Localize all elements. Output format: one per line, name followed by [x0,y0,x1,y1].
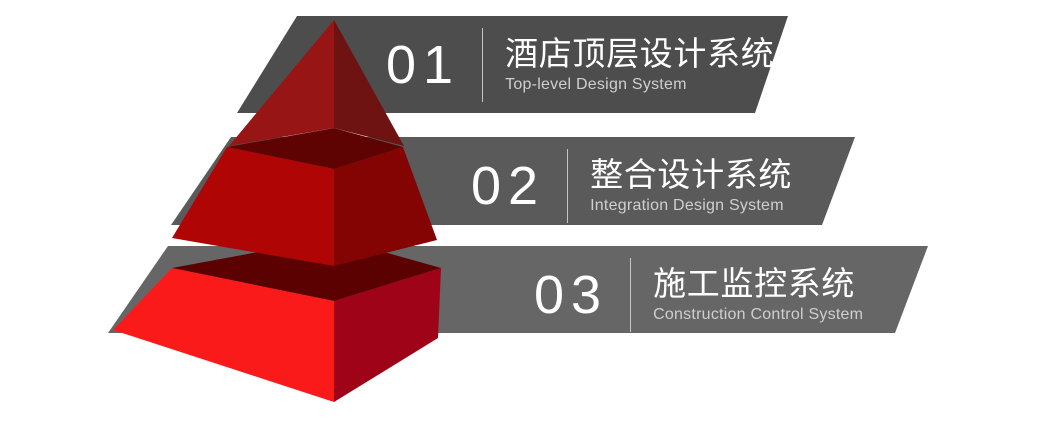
tier-3-left-face [113,268,334,402]
pyramid [113,20,441,402]
tier-1-left-face [229,20,334,146]
tier-2-right-face [334,147,437,266]
band-1-shape[interactable] [237,16,788,113]
tier-3-right-face [334,268,441,402]
tier-1-right-face [334,20,404,146]
tier-2-left-face [172,147,334,266]
tier-2-top-face [227,128,403,169]
